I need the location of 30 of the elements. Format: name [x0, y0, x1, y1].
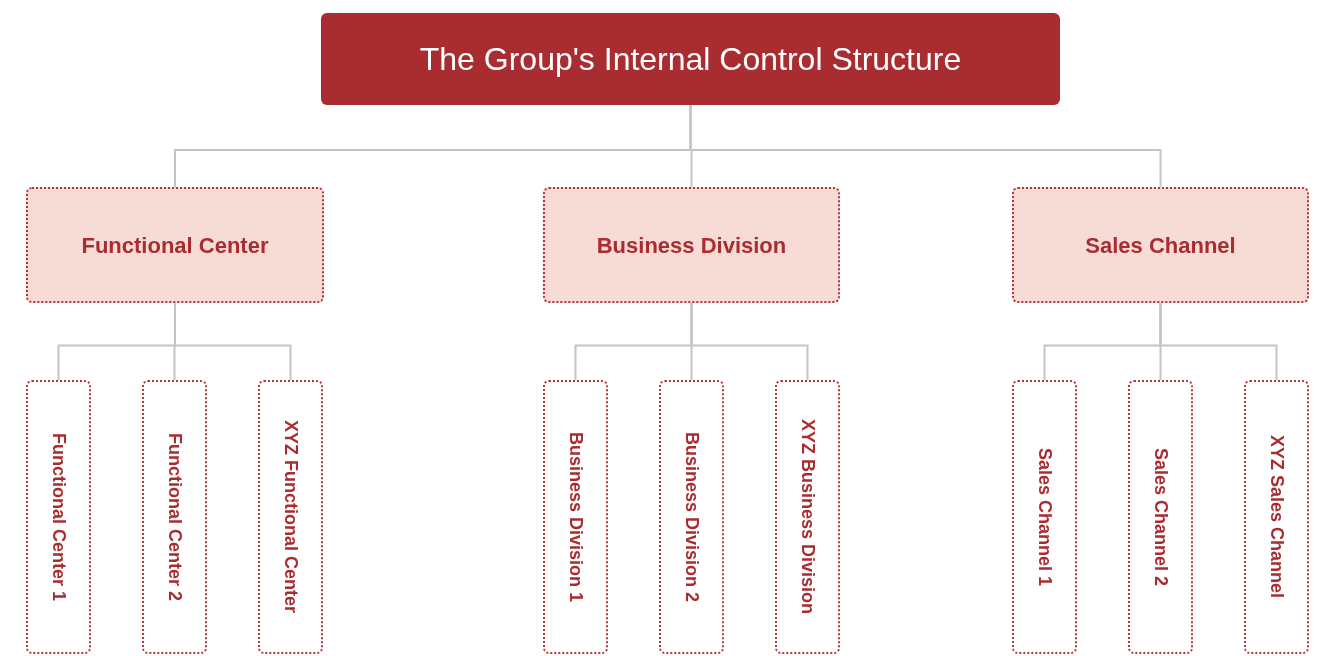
- unit-box: [258, 380, 323, 654]
- unit-box: [775, 380, 840, 654]
- title-box: [321, 13, 1060, 105]
- unit-box: [26, 380, 91, 654]
- node-label: XYZ Functional Center: [280, 420, 302, 614]
- node-label: Business Division: [595, 231, 788, 260]
- node-label: Functional Center 2: [164, 433, 186, 601]
- node-label: The Group's Internal Control Structure: [418, 40, 963, 79]
- node-label: Functional Center: [80, 231, 270, 260]
- unit-box: [659, 380, 724, 654]
- connector-line: [174, 302, 292, 381]
- node-label: XYZ Sales Channel: [1266, 435, 1288, 599]
- category-box: [26, 187, 324, 303]
- node-label: Business Division 2: [681, 431, 703, 603]
- unit-box: [1012, 380, 1077, 654]
- unit-box: [142, 380, 207, 654]
- connector-line: [690, 302, 809, 381]
- node-label: Functional Center 1: [48, 433, 70, 601]
- node-label: Sales Channel 1: [1034, 447, 1056, 587]
- node-label: XYZ Business Division: [797, 419, 819, 615]
- node-label: Sales Channel 2: [1150, 447, 1172, 587]
- connector-line: [1159, 302, 1278, 381]
- unit-box: [1244, 380, 1309, 654]
- node-label: Business Division 1: [565, 431, 587, 603]
- unit-box: [1128, 380, 1193, 654]
- node-label: Sales Channel: [1084, 231, 1237, 260]
- connector-line: [689, 104, 1162, 188]
- category-box: [1012, 187, 1309, 303]
- category-box: [543, 187, 840, 303]
- unit-box: [543, 380, 608, 654]
